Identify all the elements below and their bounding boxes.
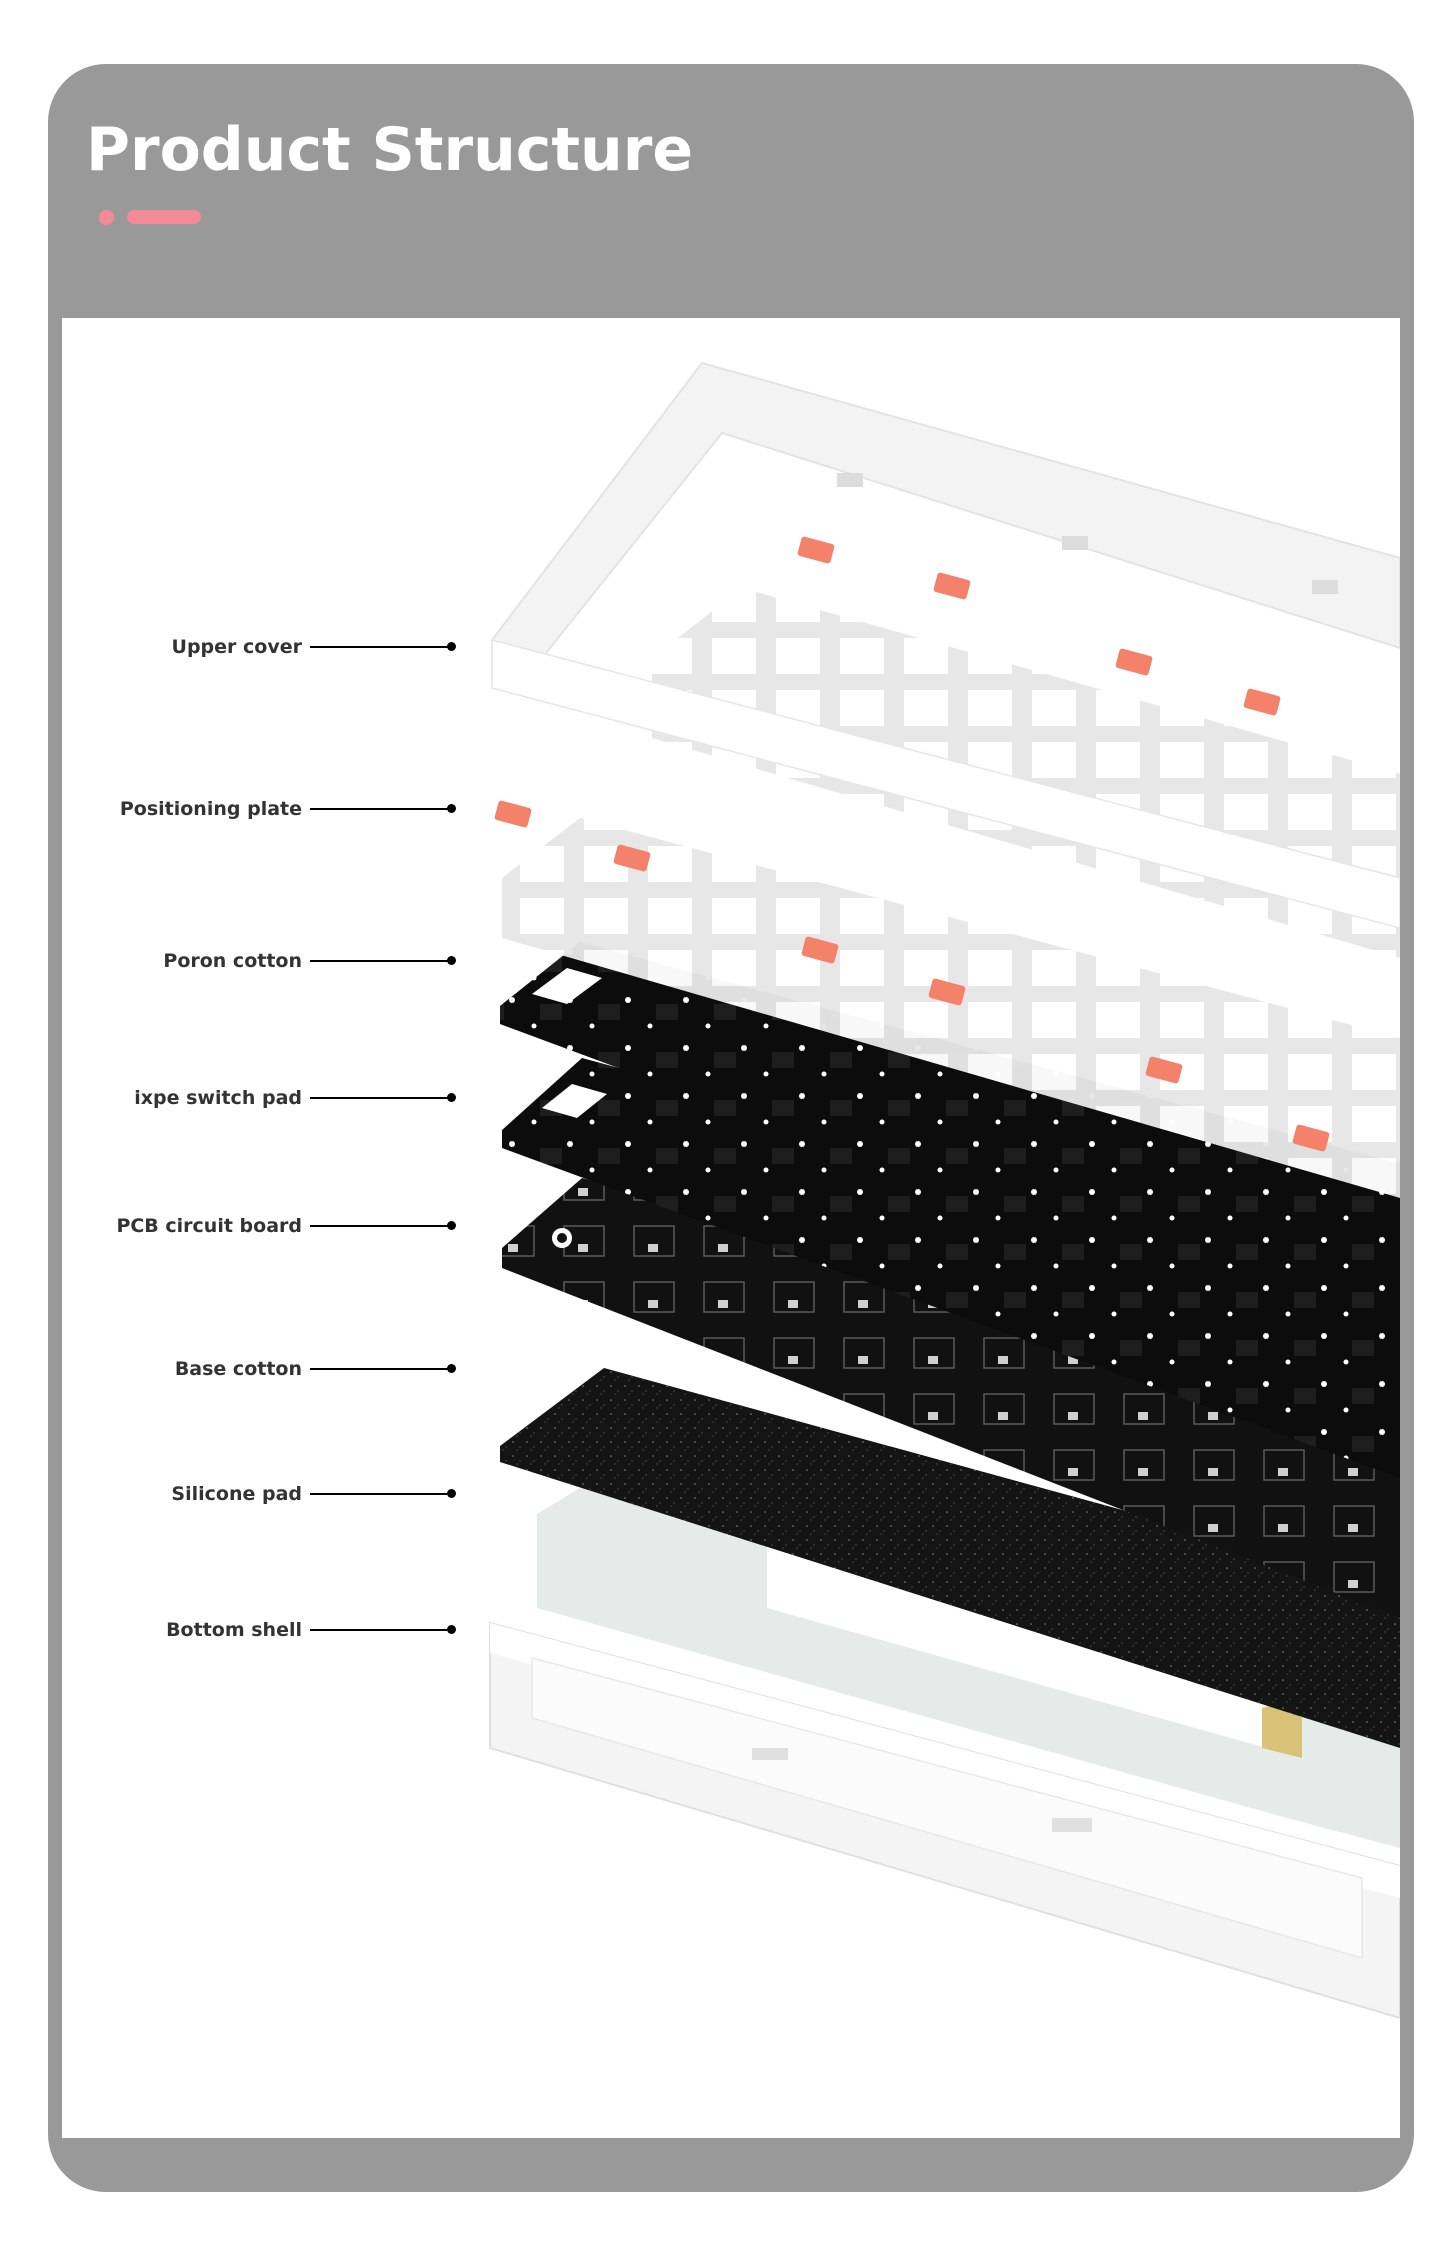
label-row-upper-cover: Upper cover — [62, 632, 532, 662]
label-row-ixpe-switch-pad: ixpe switch pad — [62, 1083, 532, 1113]
title-accent-bar — [127, 210, 201, 224]
layer-labels: Upper cover Positioning plate Poron cott… — [62, 318, 532, 2138]
label-row-silicone-pad: Silicone pad — [62, 1479, 532, 1509]
label-pcb-circuit-board: PCB circuit board — [116, 1215, 302, 1237]
leader-line — [310, 1368, 450, 1370]
leader-line — [310, 646, 450, 648]
leader-line — [310, 808, 450, 810]
label-poron-cotton: Poron cotton — [163, 950, 302, 972]
leader-dot — [447, 1364, 456, 1373]
label-row-base-cotton: Base cotton — [62, 1354, 532, 1384]
label-upper-cover: Upper cover — [171, 636, 302, 658]
label-row-positioning-plate: Positioning plate — [62, 794, 532, 824]
bottom-shell-layer — [489, 1621, 1400, 2020]
leader-line — [310, 1097, 450, 1099]
base-cotton-layer — [500, 1368, 1400, 1748]
label-row-bottom-shell: Bottom shell — [62, 1615, 532, 1645]
label-bottom-shell: Bottom shell — [166, 1619, 302, 1641]
poron-cotton-layer — [500, 942, 1400, 1358]
label-positioning-plate: Positioning plate — [119, 798, 302, 820]
pcb-circuit-board-layer — [502, 1178, 1400, 1618]
label-base-cotton: Base cotton — [174, 1358, 302, 1380]
leader-dot — [447, 642, 456, 651]
page-title: Product Structure — [86, 115, 694, 185]
label-ixpe-switch-pad: ixpe switch pad — [134, 1087, 302, 1109]
orange-gaskets — [494, 536, 1330, 1152]
upper-cover-layer — [491, 361, 1400, 929]
leader-dot — [447, 804, 456, 813]
ixpe-switch-pad-layer — [502, 1058, 1400, 1478]
label-row-pcb-circuit-board: PCB circuit board — [62, 1211, 532, 1241]
label-silicone-pad: Silicone pad — [171, 1483, 302, 1505]
leader-dot — [447, 1221, 456, 1230]
label-row-poron-cotton: Poron cotton — [62, 946, 532, 976]
exploded-view-panel: Upper cover Positioning plate Poron cott… — [62, 318, 1400, 2138]
leader-line — [310, 1225, 450, 1227]
leader-dot — [447, 1489, 456, 1498]
leader-line — [310, 1629, 450, 1631]
leader-dot — [447, 1625, 456, 1634]
leader-line — [310, 1493, 450, 1495]
leader-line — [310, 960, 450, 962]
leader-dot — [447, 1093, 456, 1102]
leader-dot — [447, 956, 456, 965]
title-accent-dot — [99, 210, 114, 225]
exploded-keyboard-illustration — [489, 361, 1400, 2020]
